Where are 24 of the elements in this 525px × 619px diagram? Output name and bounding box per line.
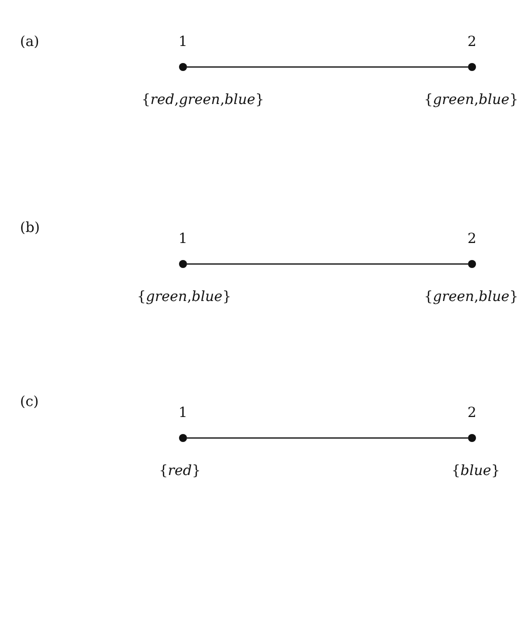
node-dot: [179, 434, 187, 442]
node-dot: [179, 260, 187, 268]
node-number: 2: [468, 404, 476, 422]
domain-label: {green,blue}: [424, 91, 518, 109]
domain-label: {green,blue}: [424, 288, 518, 306]
node-dot: [468, 434, 476, 442]
panel-label: (b): [20, 219, 40, 237]
domain-label: {red,green,blue}: [142, 91, 264, 109]
node-number: 2: [468, 33, 476, 51]
node-dot: [468, 63, 476, 71]
node-number: 1: [178, 33, 188, 51]
domain-label: {blue}: [452, 462, 500, 480]
edge-line: [187, 263, 468, 265]
node-number: 1: [178, 404, 188, 422]
domain-label: {green,blue}: [137, 288, 232, 306]
edge-line: [187, 437, 468, 439]
panel-label: (c): [20, 393, 39, 411]
edge-line: [187, 66, 468, 68]
node-number: 2: [468, 230, 476, 248]
node-dot: [179, 63, 187, 71]
domain-label: {red}: [159, 462, 201, 480]
node-number: 1: [178, 230, 188, 248]
panel-label: (a): [20, 33, 40, 51]
node-dot: [468, 260, 476, 268]
